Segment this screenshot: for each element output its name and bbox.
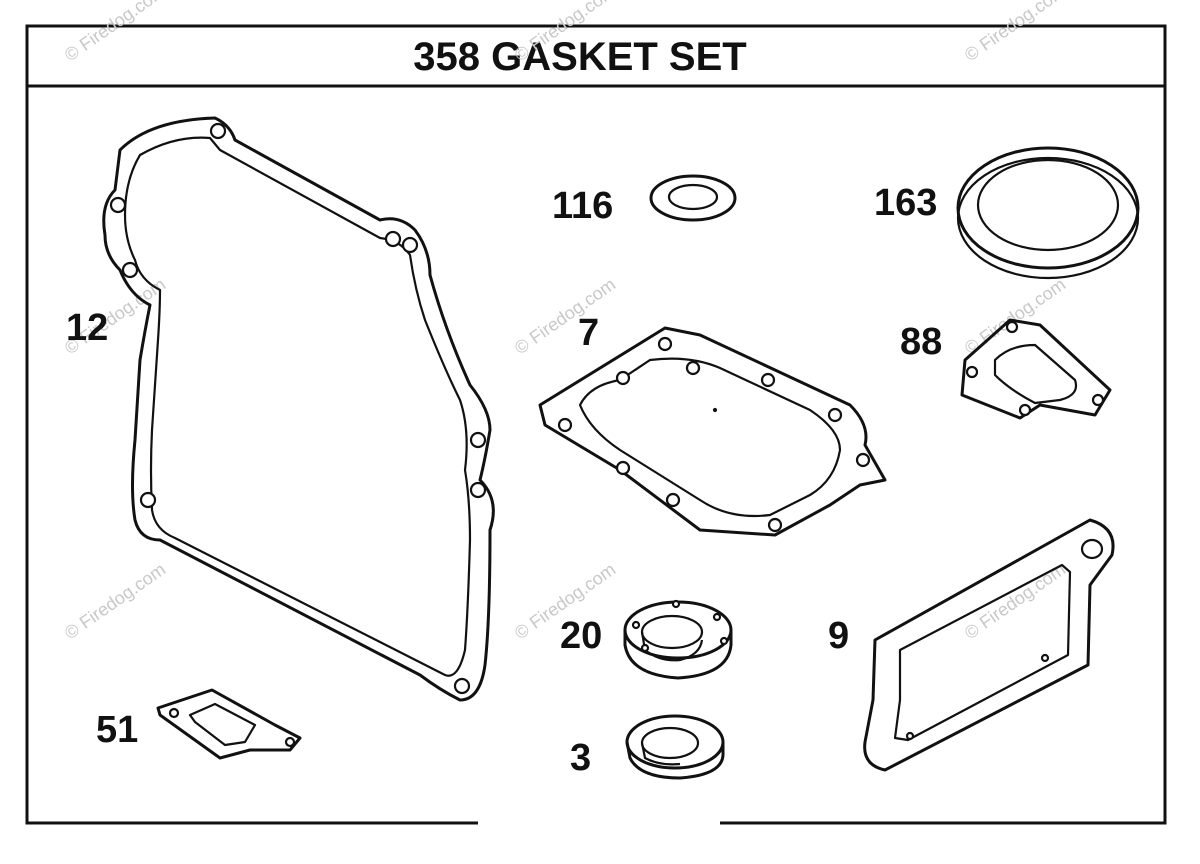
intake-gasket-drawing (960, 318, 1112, 420)
cylinder-head-gasket-drawing (538, 326, 887, 537)
part-label-3: 3 (570, 737, 591, 779)
part-label-88: 88 (900, 321, 942, 363)
part-label-7: 7 (578, 312, 599, 354)
part-label-9: 9 (828, 615, 849, 657)
breather-gasket-drawing (863, 518, 1115, 772)
part-label-12: 12 (66, 307, 108, 349)
watermark: © Firedog.com (961, 559, 1069, 643)
watermark: © Firedog.com (61, 559, 169, 643)
watermark: © Firedog.com (61, 0, 169, 65)
crankcase-gasket-drawing (102, 116, 495, 702)
oil-seal-small-drawing (649, 174, 737, 222)
part-label-163: 163 (874, 182, 937, 224)
watermark: © Firedog.com (961, 274, 1069, 358)
ring-gasket-drawing (956, 146, 1140, 280)
oil-seal-3-drawing (625, 714, 725, 780)
diagram-border (25, 24, 1167, 825)
part-label-20: 20 (560, 615, 602, 657)
watermark: © Firedog.com (961, 0, 1069, 65)
diagram-title: 358 GASKET SET (413, 35, 746, 79)
oil-seal-20-drawing (623, 599, 733, 680)
exhaust-gasket-drawing (156, 688, 302, 760)
part-label-116: 116 (552, 185, 613, 227)
watermark: © Firedog.com (511, 274, 619, 358)
part-label-51: 51 (96, 709, 138, 751)
